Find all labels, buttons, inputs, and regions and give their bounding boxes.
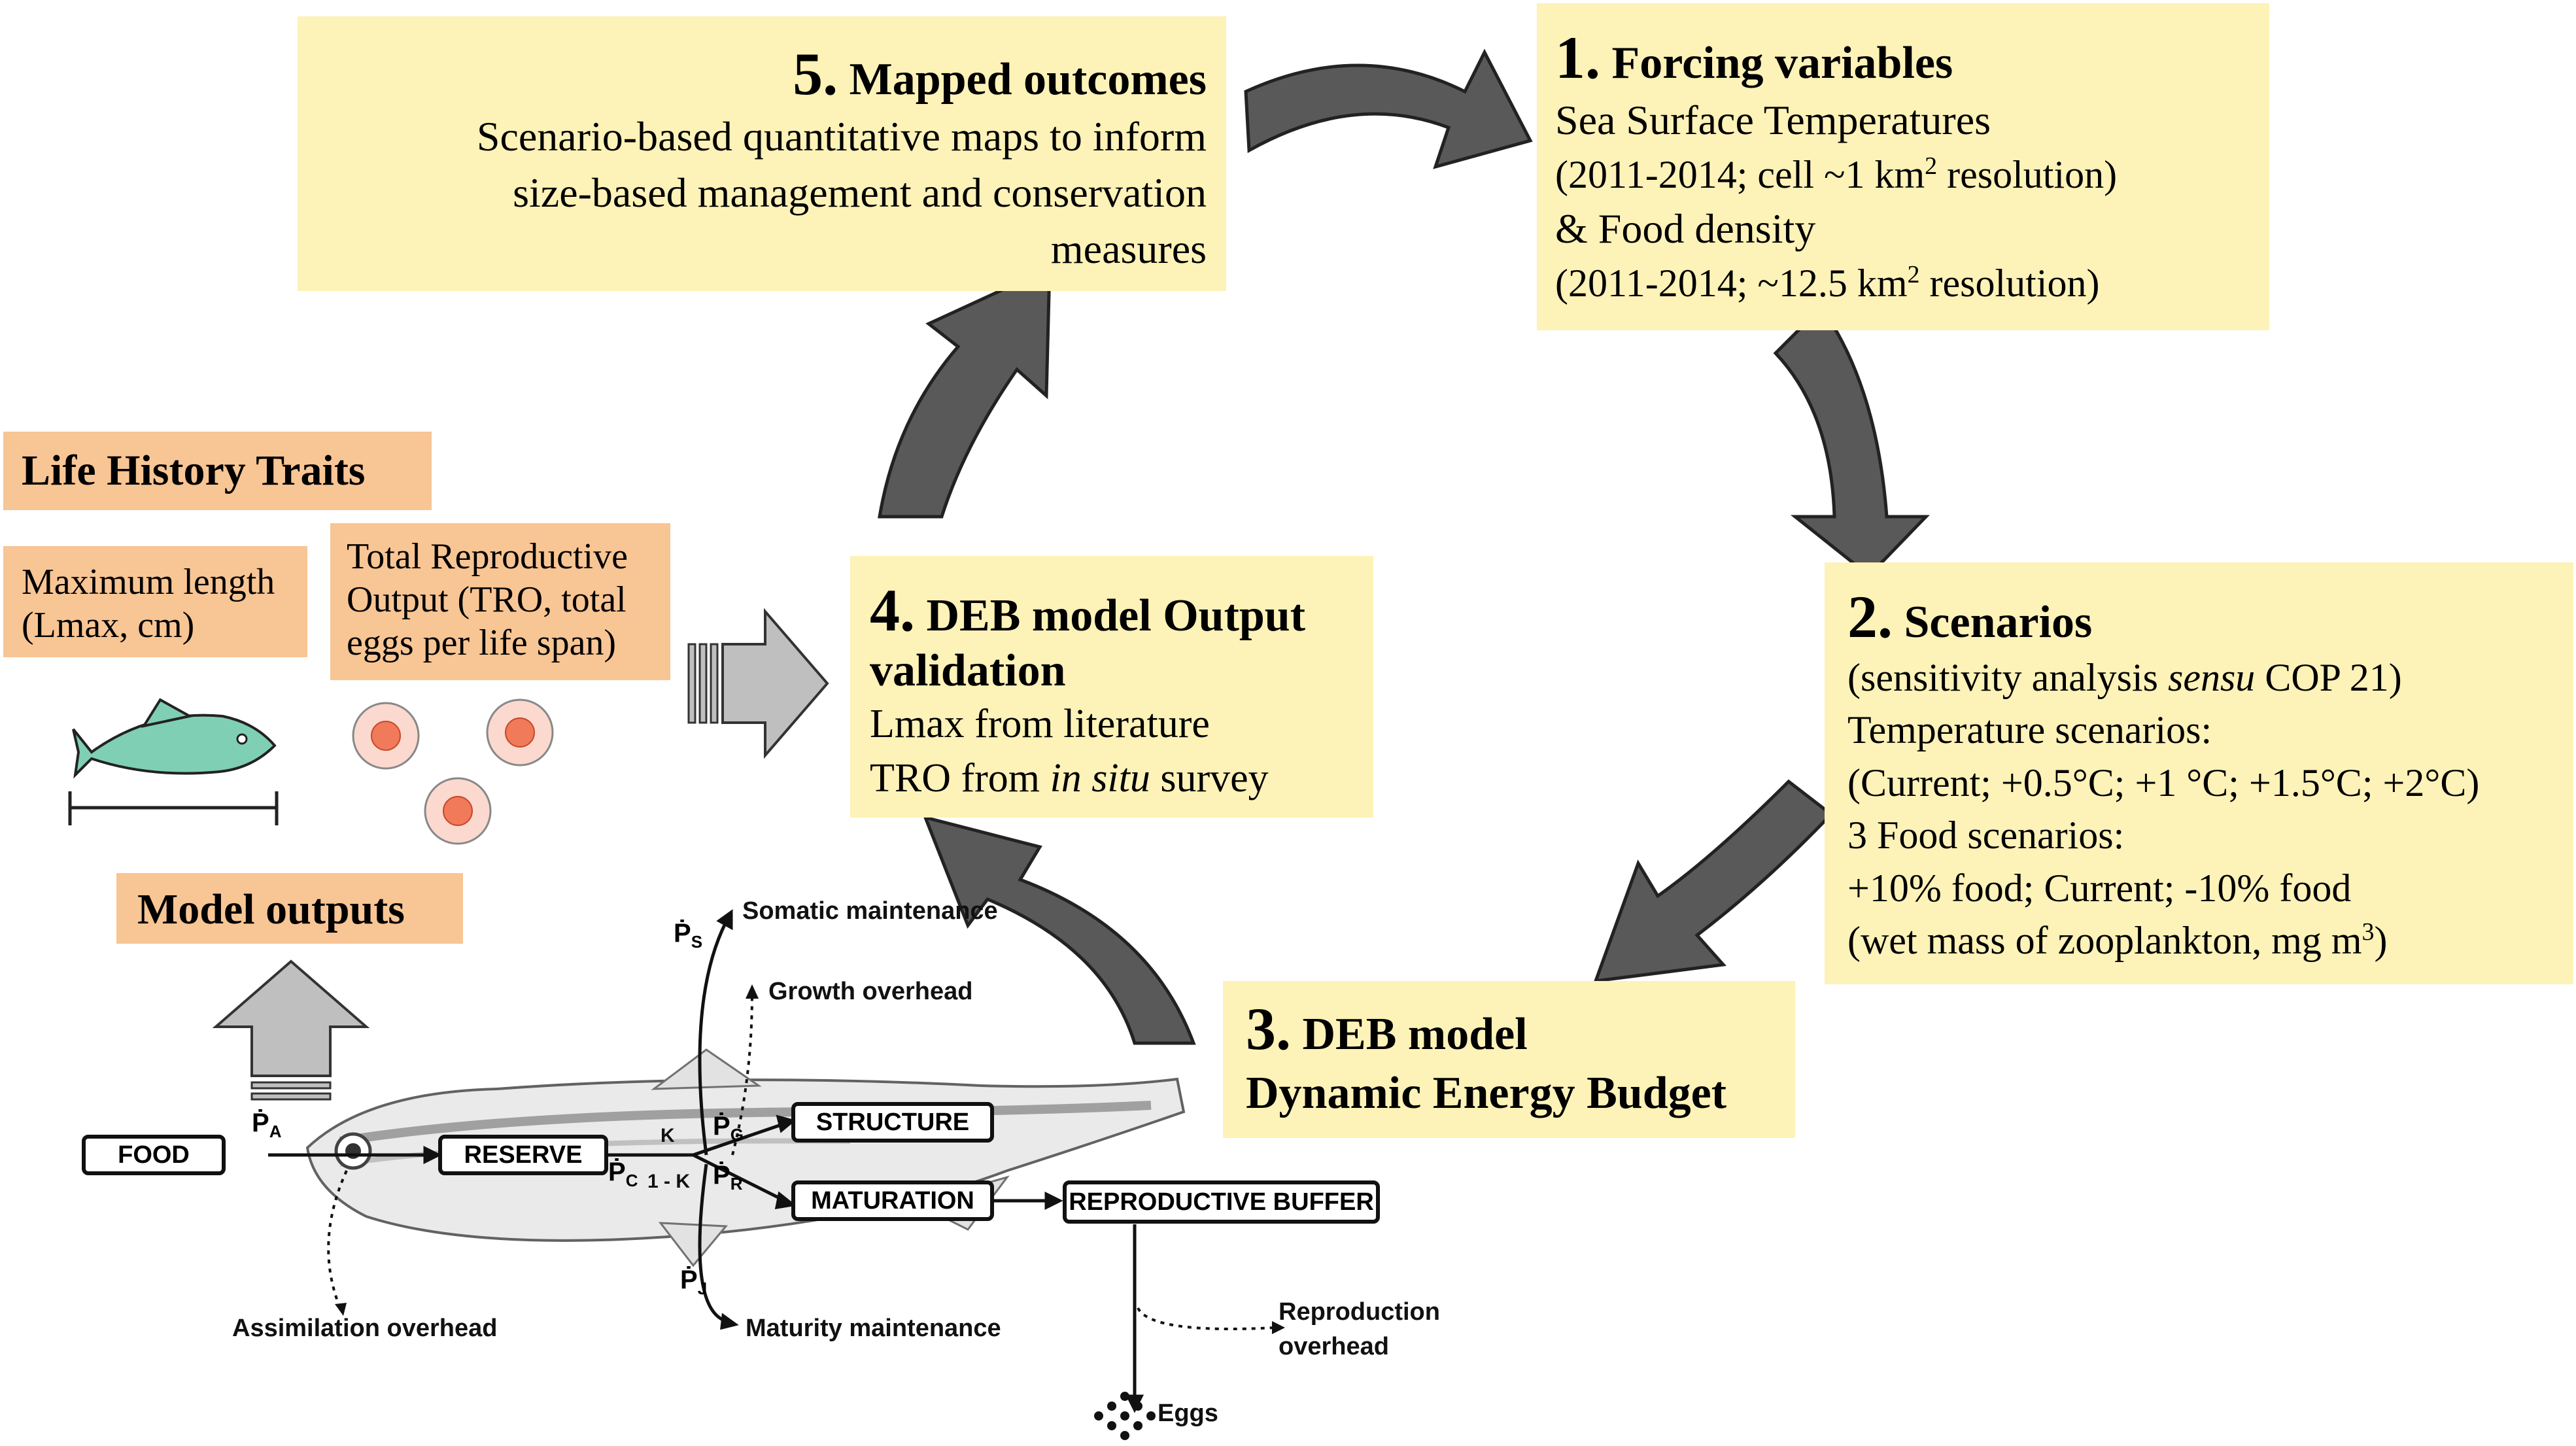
box3-number: 3. — [1246, 995, 1291, 1062]
node-food: FOOD — [82, 1135, 226, 1175]
flux-pa: ṖA — [252, 1109, 282, 1141]
arrow-2-to-3 — [1593, 779, 1834, 984]
flux-pg: ṖG — [713, 1112, 744, 1145]
box1-line2: (2011-2014; cell ~1 km2 resolution) — [1555, 152, 2118, 196]
lht-title: Life History Traits — [22, 447, 366, 494]
scale-bar — [68, 791, 279, 825]
label-reproduction-overhead-2: overhead — [1279, 1333, 1389, 1360]
box-mapped-outcomes: 5. Mapped outcomes Scenario-based quanti… — [298, 16, 1226, 291]
label-eggs: Eggs — [1158, 1400, 1218, 1427]
life-history-traits-box: Life History Traits — [3, 432, 432, 510]
box4-title1: DEB model Output — [926, 591, 1306, 641]
box2-line1: (sensitivity analysis sensu COP 21) — [1847, 656, 2402, 699]
label-reproduction-overhead-1: Reproduction — [1279, 1298, 1440, 1326]
box1-line3: & Food density — [1555, 205, 1816, 252]
flux-pj: ṖJ — [680, 1265, 708, 1298]
node-structure: STRUCTURE — [791, 1102, 994, 1143]
box5-title: Mapped outcomes — [849, 54, 1207, 105]
box3-subtitle: Dynamic Energy Budget — [1246, 1068, 1726, 1118]
box2-number: 2. — [1847, 583, 1893, 650]
box5-line1: Scenario-based quantitative maps to info… — [476, 113, 1207, 160]
arrow-4-to-5 — [878, 266, 1052, 519]
box4-line1: Lmax from literature — [870, 702, 1210, 746]
eggs-icon — [352, 698, 554, 845]
arrow-3-to-4 — [922, 815, 1196, 1045]
box-scenarios: 2. Scenarios (sensitivity analysis sensu… — [1825, 562, 2573, 984]
box1-title: Forcing variables — [1611, 38, 1953, 88]
box4-title2: validation — [870, 646, 1066, 696]
label-kappa: K — [661, 1125, 675, 1146]
overhead-lines — [327, 993, 1276, 1330]
box1-number: 1. — [1555, 24, 1600, 91]
label-somatic-maintenance: Somatic maintenance — [742, 897, 998, 925]
arrow-5-to-1 — [1244, 48, 1533, 169]
node-reproductive-buffer: REPRODUCTIVE BUFFER — [1063, 1180, 1380, 1224]
box4-line2: TRO from in situ survey — [870, 756, 1269, 801]
box1-line1: Sea Surface Temperatures — [1555, 97, 1991, 143]
output-arrow — [212, 959, 370, 1101]
flow-lines — [268, 909, 1144, 1413]
maxlen-box: Maximum length (Lmax, cm) — [3, 546, 307, 657]
label-assimilation-overhead: Assimilation overhead — [232, 1315, 498, 1342]
tro-box: Total Reproductive Output (TRO, total eg… — [330, 523, 670, 680]
box5-line2: size-based management and conservation — [513, 169, 1207, 216]
box2-line4: 3 Food scenarios: — [1847, 814, 2125, 857]
node-reserve: RESERVE — [438, 1135, 608, 1175]
box2-line2: Temperature scenarios: — [1847, 708, 2212, 752]
fish-icon — [72, 698, 277, 779]
box2-line5: +10% food; Current; -10% food — [1847, 866, 2352, 910]
box4-number: 4. — [870, 577, 915, 644]
arrow-1-to-2 — [1773, 305, 1930, 578]
box3-title: DEB model — [1302, 1009, 1528, 1059]
box1-line4: (2011-2014; ~12.5 km2 resolution) — [1555, 260, 2100, 305]
eggs-dots — [1094, 1392, 1156, 1440]
model-outputs-title: Model outputs — [137, 886, 405, 933]
box2-line6: (wet mass of zooplankton, mg m3) — [1847, 918, 2388, 962]
maxlen-text: Maximum length (Lmax, cm) — [22, 562, 275, 646]
flux-pc: ṖC — [608, 1158, 638, 1190]
box5-line3: measures — [1050, 225, 1207, 272]
box-output-validation: 4. DEB model Output validation Lmax from… — [850, 556, 1373, 818]
box-forcing-variables: 1. Forcing variables Sea Surface Tempera… — [1537, 3, 2269, 330]
label-growth-overhead: Growth overhead — [768, 978, 973, 1005]
label-one-minus-kappa: 1 - K — [647, 1171, 691, 1192]
label-maturity-maintenance: Maturity maintenance — [746, 1315, 1001, 1342]
overhead-arrowheads — [335, 984, 1285, 1334]
box2-title: Scenarios — [1904, 597, 2093, 647]
tro-text: Total Reproductive Output (TRO, total eg… — [347, 536, 628, 664]
flux-ps: ṖS — [674, 919, 703, 952]
node-maturation: MATURATION — [791, 1180, 994, 1221]
input-arrow — [687, 608, 829, 759]
box-deb-model: 3. DEB model Dynamic Energy Budget — [1223, 981, 1795, 1138]
model-outputs-box: Model outputs — [116, 873, 463, 944]
box2-line3: (Current; +0.5°C; +1 °C; +1.5°C; +2°C) — [1847, 761, 2480, 804]
flux-pr: ṖR — [713, 1161, 743, 1194]
box5-number: 5. — [793, 41, 838, 107]
